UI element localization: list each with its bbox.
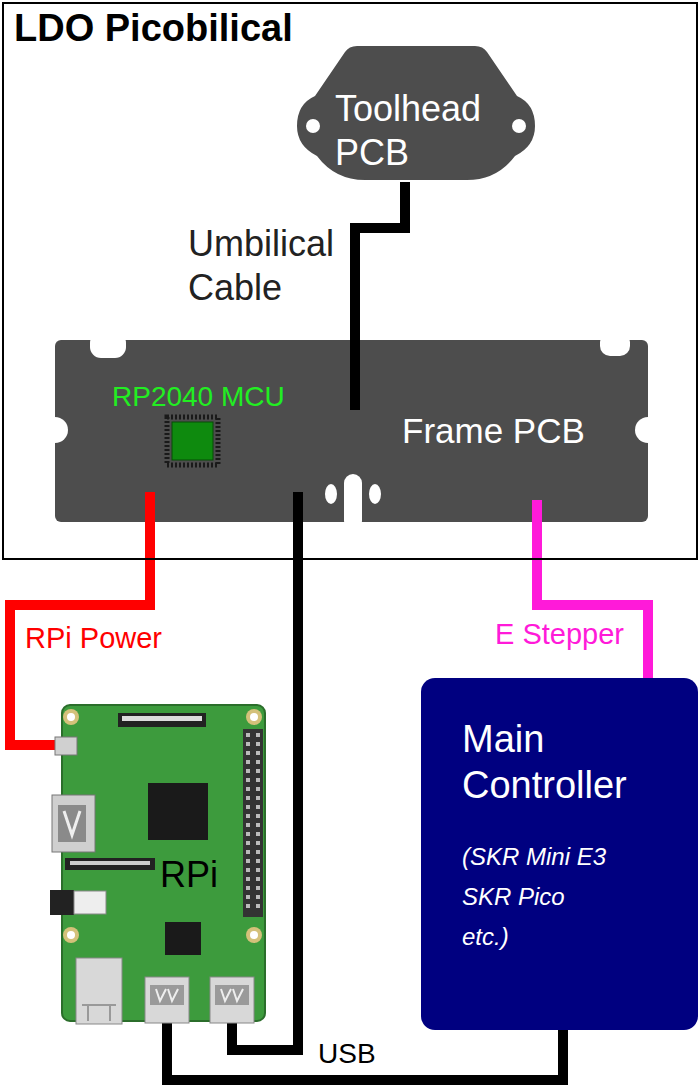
drawing-part bbox=[150, 985, 184, 1005]
drawing-part bbox=[109, 1005, 111, 1021]
drawing-part bbox=[42, 417, 68, 443]
drawing-part bbox=[64, 811, 80, 835]
controller-models: (SKR Mini E3 SKR Pico etc.) bbox=[462, 837, 612, 957]
drawing-part bbox=[246, 733, 250, 913]
drawing-part bbox=[76, 958, 122, 1024]
drawing-part bbox=[87, 1005, 89, 1021]
drawing-part bbox=[70, 861, 150, 865]
drawing-part bbox=[52, 795, 95, 852]
drawing-part bbox=[369, 484, 381, 504]
board-label: Frame PCB bbox=[402, 410, 585, 452]
drawing-part bbox=[58, 805, 86, 842]
main-controller: Main Controller (SKR Mini E3 SKR Pico etc… bbox=[421, 678, 698, 1030]
drawing-part bbox=[55, 737, 77, 755]
drawing-part bbox=[167, 417, 218, 465]
drawing-part bbox=[90, 332, 126, 358]
controller-label: Main Controller bbox=[462, 716, 662, 808]
drawing-part bbox=[600, 332, 630, 356]
drawing-part bbox=[67, 713, 75, 721]
drawing-part bbox=[221, 989, 243, 1001]
drawing-part bbox=[325, 484, 337, 504]
cable-label: E Stepper bbox=[495, 617, 624, 651]
drawing-part bbox=[122, 716, 202, 721]
drawing-part bbox=[532, 500, 542, 522]
drawing-part bbox=[250, 713, 258, 721]
board-label: RPi bbox=[160, 853, 218, 897]
drawing-part bbox=[243, 729, 263, 917]
drawing-part bbox=[246, 927, 262, 943]
raspberry-pi: RPi bbox=[62, 705, 265, 1021]
drawing-part bbox=[165, 922, 201, 955]
drawing-part bbox=[156, 989, 178, 1001]
enclosure-box: LDO PicobilicalToolhead PCB RP2040 MCU Fra… bbox=[2, 2, 698, 560]
cable-label: Umbilical Cable bbox=[188, 222, 358, 310]
drawing-part bbox=[512, 119, 526, 133]
cable-line bbox=[537, 522, 648, 678]
drawing-part bbox=[297, 46, 535, 180]
drawing-part bbox=[74, 891, 106, 914]
drawing-part bbox=[256, 733, 260, 913]
cable-label: RPi Power bbox=[25, 621, 162, 655]
drawing-part bbox=[145, 492, 155, 522]
toolhead-pcb: Toolhead PCB bbox=[297, 46, 535, 182]
drawing-part bbox=[50, 890, 74, 915]
drawing-part bbox=[215, 985, 249, 1005]
drawing-part bbox=[172, 422, 213, 460]
board-label: Toolhead PCB bbox=[335, 87, 505, 175]
drawing-part bbox=[210, 977, 254, 1023]
drawing-part bbox=[246, 709, 262, 725]
drawing-part bbox=[306, 119, 320, 133]
drawing-part bbox=[63, 709, 79, 725]
drawing-part bbox=[145, 977, 189, 1023]
drawing-part bbox=[250, 931, 258, 939]
chip-label: RP2040 MCU bbox=[112, 380, 285, 414]
drawing-part bbox=[65, 858, 155, 870]
drawing-part bbox=[344, 474, 362, 530]
cable-label: USB bbox=[318, 1038, 376, 1070]
frame-pcb: RP2040 MCU Frame PCB bbox=[55, 340, 648, 522]
title-text: LDO Picobilical bbox=[14, 5, 293, 51]
drawing-part bbox=[63, 927, 79, 943]
drawing-part bbox=[118, 713, 206, 727]
cable-line bbox=[355, 182, 405, 340]
drawing-part bbox=[67, 931, 75, 939]
drawing-part bbox=[635, 417, 661, 443]
drawing-part bbox=[293, 492, 303, 522]
drawing-part bbox=[148, 783, 208, 840]
drawing-part bbox=[350, 340, 360, 410]
